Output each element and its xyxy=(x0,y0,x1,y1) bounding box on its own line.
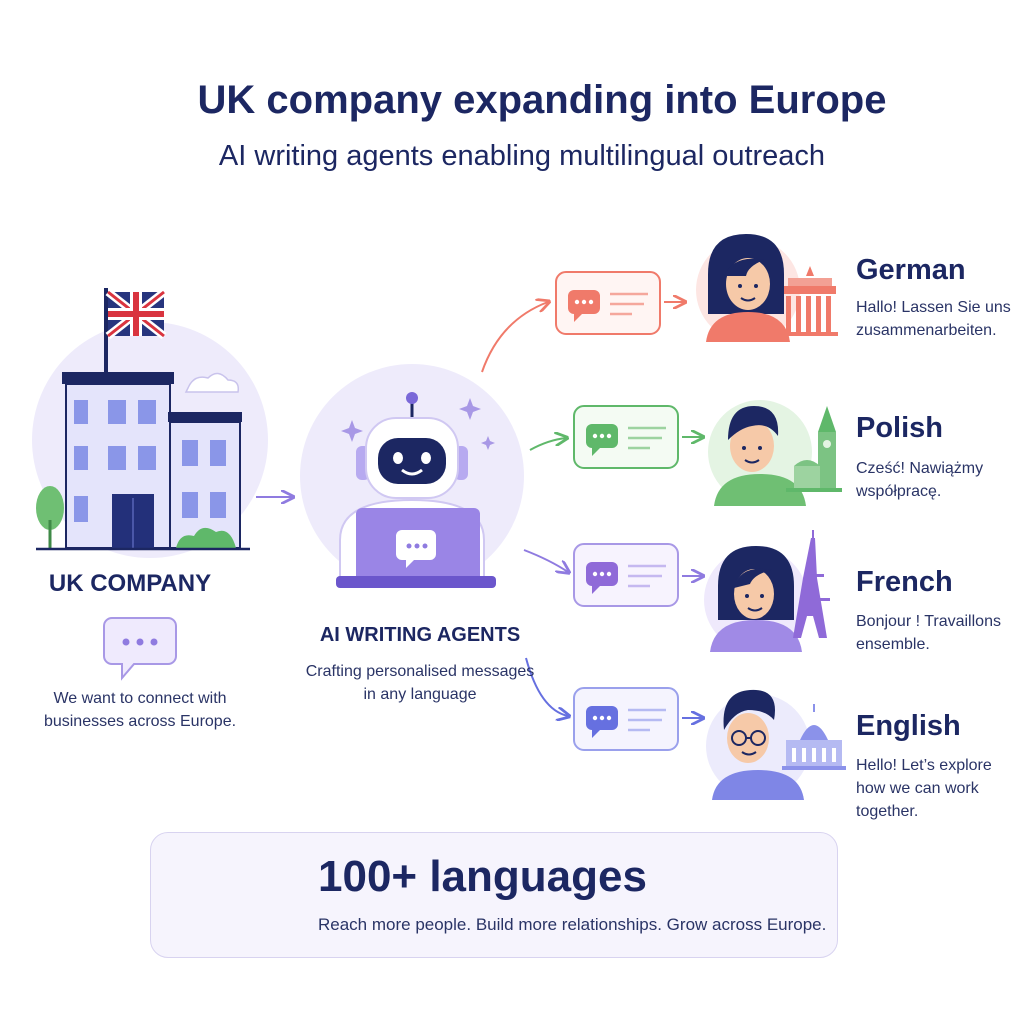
arrow-to-english xyxy=(525,657,568,716)
languages-banner xyxy=(150,832,838,958)
eiffel-tower-icon xyxy=(793,530,830,638)
banner-title: 100+ languages xyxy=(318,852,647,901)
uk-company-quote: We want to connect with businesses acros… xyxy=(43,690,237,730)
ai-agents-label: AI WRITING AGENTS xyxy=(319,624,521,646)
town-hall-tower-icon xyxy=(786,406,842,492)
language-message-polish: Cześć! Nawiążmy współpracę. xyxy=(856,460,984,500)
brandenburg-gate-icon xyxy=(782,266,838,336)
arrow-to-polish xyxy=(529,438,566,451)
arrow-to-german xyxy=(481,302,548,373)
language-name-german: German xyxy=(856,254,966,286)
uk-company-label: UK COMPANY xyxy=(48,570,212,597)
message-card-french xyxy=(573,543,679,607)
banner-text: Reach more people. Build more relationsh… xyxy=(318,915,827,934)
german-person-avatar xyxy=(696,234,800,342)
uk-flag-icon xyxy=(105,288,167,340)
english-person-avatar xyxy=(706,689,810,800)
language-name-english: English xyxy=(856,710,961,742)
message-card-polish xyxy=(573,405,679,469)
page-subtitle: AI writing agents enabling multilingual … xyxy=(218,140,826,172)
language-name-french: French xyxy=(856,566,953,598)
language-message-french: Bonjour ! Travaillons ensemble. xyxy=(856,613,1001,653)
french-person-avatar xyxy=(704,546,808,652)
language-message-german: Hallo! Lassen Sie uns zusammenarbeiten. xyxy=(856,299,1011,339)
arrow-to-french xyxy=(523,549,568,572)
language-message-english: Hello! Let’s explore how we can work tog… xyxy=(856,757,992,820)
uk-building-icon xyxy=(32,288,268,558)
message-card-german xyxy=(555,271,661,335)
polish-person-avatar xyxy=(708,400,812,506)
language-name-polish: Polish xyxy=(856,412,944,444)
uk-chat-bubble-icon xyxy=(103,617,177,681)
palace-icon xyxy=(782,704,846,770)
robot-icon xyxy=(300,364,524,588)
message-card-english xyxy=(573,687,679,751)
page-title: UK company expanding into Europe xyxy=(197,78,887,122)
ai-agents-description: Crafting personalised messages in any la… xyxy=(305,663,535,703)
